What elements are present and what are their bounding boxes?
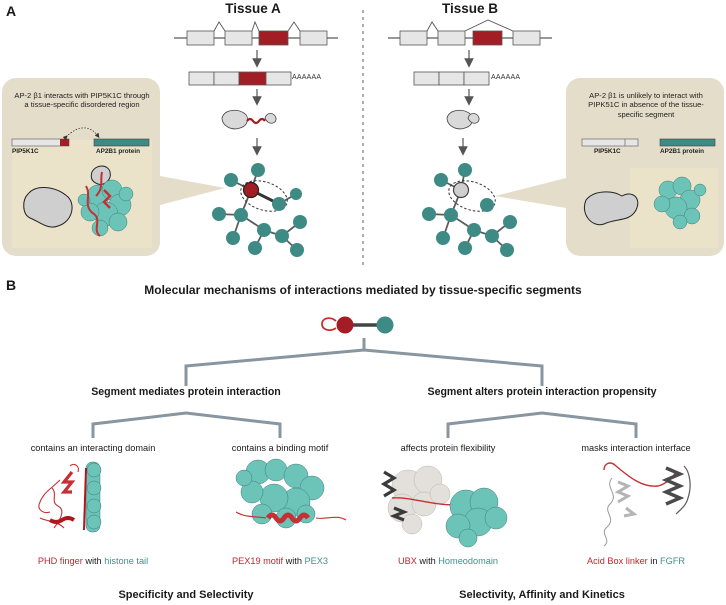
leaf-1-caption-red: PHD finger (37, 556, 83, 566)
tissue-a-polya: AAAAAA (292, 74, 322, 81)
tissue-b-protein (446, 109, 480, 130)
footer-left: Specificity and Selectivity (118, 589, 254, 601)
leaf-4-caption-red: Acid Box linker (586, 556, 648, 566)
leaf-2-caption: PEX19 motif with PEX3 (190, 556, 370, 566)
leaf-3-caption-teal: Homeodomain (438, 556, 499, 566)
left-bubble-label-ap2b1: AP2B1 protein (96, 148, 141, 155)
panel-b-title: Molecular mechanisms of interactions med… (144, 283, 582, 297)
tissue-a-nodes (212, 163, 307, 257)
leaf-4-caption: Acid Box linker in FGFR (546, 556, 726, 566)
leaf-1-caption: PHD finger with histone tail (3, 556, 183, 566)
leaf-3-title: affects protein flexibility (400, 443, 496, 453)
leaf-3-caption-mid: with (416, 556, 439, 566)
leaf-3-caption-red: UBX (397, 556, 417, 566)
tissue-b-title: Tissue B (441, 1, 499, 16)
branch-left-heading: Segment mediates protein interaction (91, 386, 281, 398)
leaf-1-caption-mid: with (82, 556, 105, 566)
branch-right-heading: Segment alters protein interaction prope… (427, 386, 657, 398)
leaf-2-title: contains a binding motif (231, 443, 329, 453)
tissue-b-gene (388, 19, 552, 46)
interaction-dumbbell-icon (321, 316, 394, 334)
leaf-4-caption-mid: in (647, 556, 660, 566)
pex19-pex3-structure (235, 458, 347, 529)
leaf-3-caption: UBX with Homeodomain (358, 556, 538, 566)
panel-b-tree (91, 316, 638, 438)
phd-finger-structure (38, 461, 102, 533)
leaf-1-caption-teal: histone tail (104, 556, 149, 566)
leaf-4-caption-teal: FGFR (660, 556, 686, 566)
left-speech-bubble (2, 78, 225, 256)
tissue-a-mrna (188, 71, 292, 86)
ubx-homeodomain-structure (380, 465, 508, 548)
left-bubble-label-pip5k1c: PIP5K1C (12, 148, 39, 155)
tree-connectors (91, 338, 638, 438)
right-bubble-text: AP-2 β1 is unlikely to interact with PIP… (588, 91, 704, 119)
panel-a-graphic (2, 10, 724, 268)
left-bubble-text: AP-2 β1 interacts with PIP5K1C through a… (14, 91, 150, 110)
tissue-a-gene (174, 20, 338, 46)
leaf-2-caption-mid: with (283, 556, 305, 566)
tissue-b-nodes (422, 163, 517, 257)
leaf-1-title: contains an interacting domain (30, 443, 156, 453)
structure-illustrations (38, 458, 691, 548)
panel-a-letter: A (6, 3, 17, 19)
right-bubble-label-pip5k1c: PIP5K1C (594, 148, 621, 155)
panel-b-letter: B (6, 277, 17, 293)
leaf-2-caption-teal: PEX3 (304, 556, 329, 566)
tissue-b-polya: AAAAAA (491, 74, 521, 81)
tissue-b-mrna (413, 71, 490, 86)
tissue-a-protein (221, 109, 277, 130)
footer-right: Selectivity, Affinity and Kinetics (459, 589, 625, 601)
leaf-2-caption-red: PEX19 motif (231, 556, 284, 566)
acid-box-fgfr-structure (603, 462, 691, 547)
leaf-4-title: masks interaction interface (581, 443, 691, 453)
right-speech-bubble (495, 78, 724, 256)
right-bubble-label-ap2b1: AP2B1 protein (660, 148, 705, 155)
tissue-a-title: Tissue A (225, 1, 281, 16)
